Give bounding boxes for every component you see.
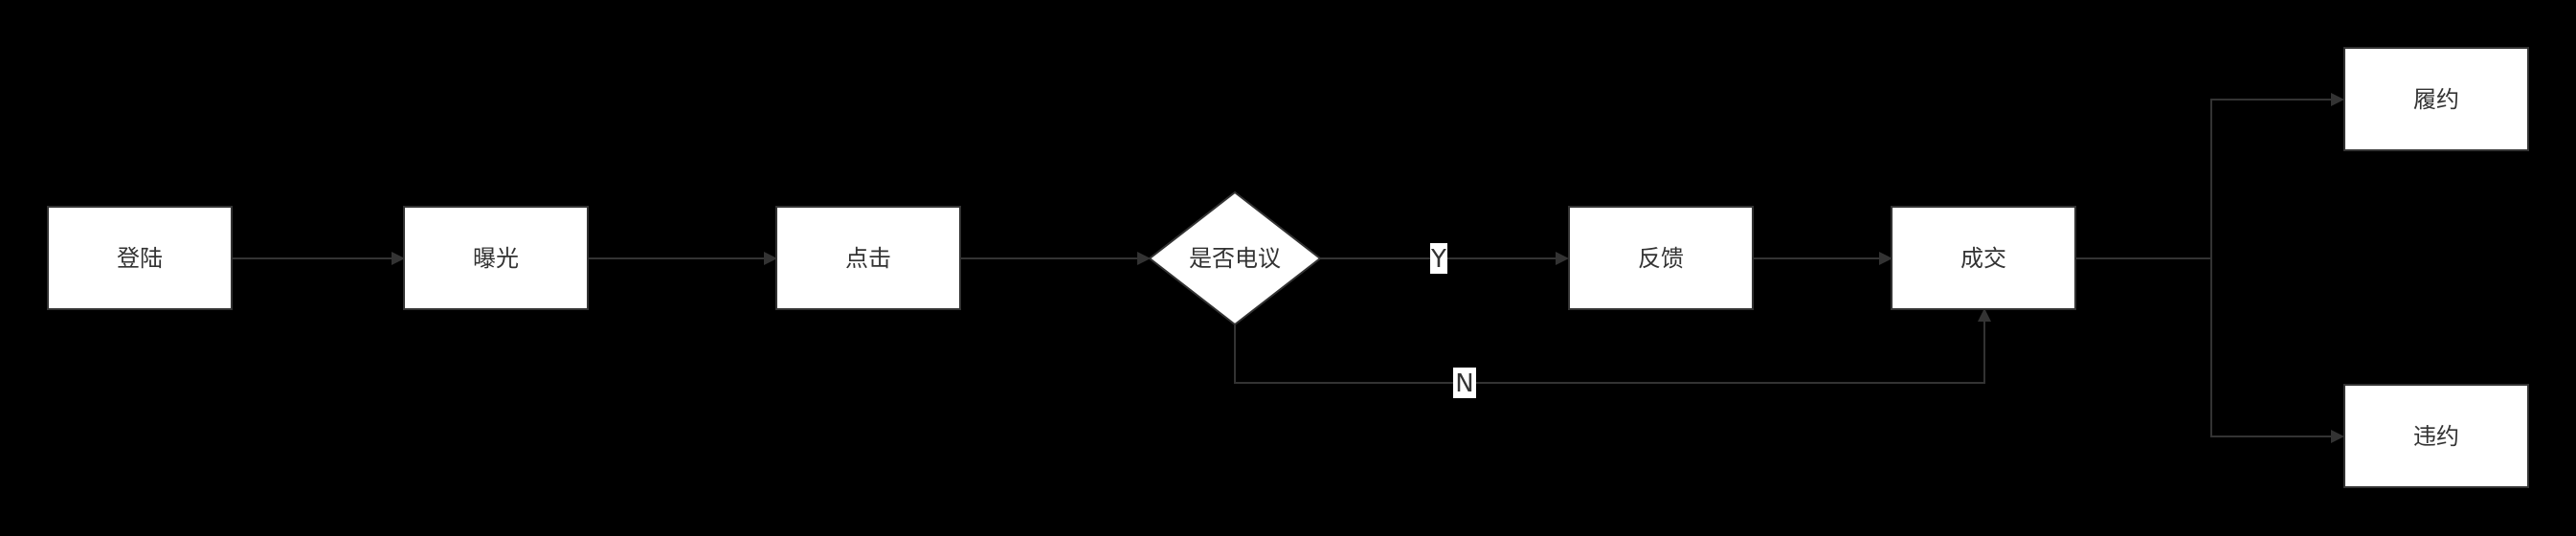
- edge-deal-to-fulfill: [2210, 93, 2344, 258]
- node-deal-label: 成交: [1960, 245, 2006, 272]
- node-breach-label: 违约: [2413, 423, 2459, 450]
- edge-label-no-group: N: [1453, 368, 1476, 398]
- edge-label-no: N: [1455, 369, 1473, 398]
- node-breach[interactable]: 违约: [2343, 384, 2529, 488]
- node-deal[interactable]: 成交: [1891, 206, 2076, 310]
- node-feedback-label: 反馈: [1638, 245, 1684, 272]
- node-login[interactable]: 登陆: [47, 206, 233, 310]
- node-fulfill-label: 履约: [2413, 86, 2459, 113]
- edge-deal-to-breach: [2210, 258, 2344, 443]
- node-decision-label: 是否电议: [1189, 245, 1281, 272]
- edge-label-yes: Y: [1430, 245, 1446, 274]
- edges: [232, 93, 2344, 443]
- node-decision[interactable]: 是否电议: [1148, 190, 1322, 326]
- node-fulfill[interactable]: 履约: [2343, 47, 2529, 151]
- node-login-label: 登陆: [117, 245, 163, 272]
- node-exposure-label: 曝光: [473, 245, 519, 272]
- node-click[interactable]: 点击: [775, 206, 961, 310]
- edge-label-yes-group: Y: [1430, 243, 1447, 274]
- node-click-label: 点击: [845, 245, 891, 272]
- node-feedback[interactable]: 反馈: [1568, 206, 1754, 310]
- edge-decision-to-deal-no: [1234, 308, 1991, 384]
- node-exposure[interactable]: 曝光: [403, 206, 589, 310]
